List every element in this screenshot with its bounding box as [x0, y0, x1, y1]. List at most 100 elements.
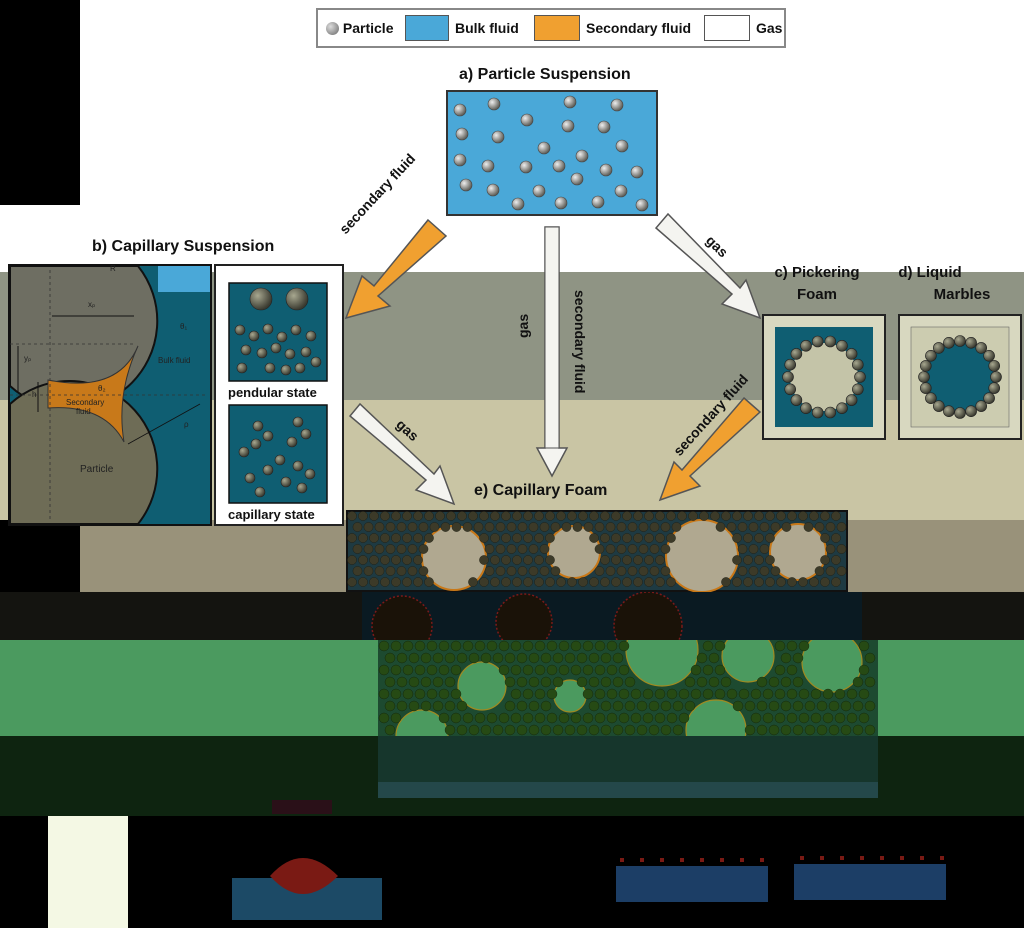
particle — [618, 712, 630, 724]
particle — [378, 640, 390, 652]
particle — [576, 676, 588, 688]
legend-bulk-fluid-label: Bulk fluid — [455, 20, 519, 36]
particle — [363, 544, 374, 554]
particle — [787, 511, 797, 521]
particle — [534, 664, 546, 676]
particle — [622, 555, 632, 565]
particle — [418, 566, 429, 576]
particle — [594, 566, 605, 576]
particle — [540, 700, 552, 712]
particle — [836, 566, 847, 576]
particle — [768, 700, 780, 712]
secondary-fluid-swatch — [534, 15, 580, 41]
particle — [633, 555, 643, 565]
particle — [432, 652, 444, 664]
particle — [490, 555, 500, 565]
particle — [975, 342, 987, 354]
foam-dark-lower — [362, 592, 862, 640]
particle — [684, 676, 696, 688]
particle — [780, 724, 792, 736]
particle — [479, 555, 489, 565]
particle — [702, 640, 714, 652]
particle — [696, 652, 708, 664]
particle — [684, 700, 696, 712]
particle — [754, 511, 764, 521]
label-R: R — [110, 264, 116, 273]
particle — [589, 577, 599, 587]
particle — [594, 664, 606, 676]
particle — [570, 712, 582, 724]
particle — [468, 652, 480, 664]
particle — [522, 640, 534, 652]
label-h: h — [32, 390, 37, 399]
particle — [374, 566, 385, 576]
particle — [762, 712, 774, 724]
label-theta2: θ₂ — [98, 384, 106, 393]
particle — [363, 522, 374, 532]
particle — [756, 676, 768, 688]
particle — [413, 533, 423, 543]
particle — [624, 724, 636, 736]
white-left-strip — [0, 205, 80, 272]
particle — [396, 700, 408, 712]
particle — [576, 652, 588, 664]
particle — [484, 522, 495, 532]
particle — [606, 688, 618, 700]
legend-particle-label: Particle — [342, 20, 394, 36]
particle — [576, 724, 588, 736]
particle — [380, 511, 390, 521]
particle — [636, 724, 648, 736]
particle — [380, 555, 390, 565]
particle — [854, 371, 866, 383]
particle — [369, 533, 379, 543]
particle — [402, 664, 414, 676]
particle — [624, 676, 636, 688]
particle — [570, 640, 582, 652]
capillary-state-panel — [228, 404, 328, 504]
particle — [810, 688, 822, 700]
pendular-state-panel — [228, 282, 328, 382]
particle — [798, 688, 810, 700]
particle — [528, 676, 540, 688]
particle — [649, 544, 660, 554]
label-theta1: θ₁ — [180, 322, 188, 331]
particle — [800, 402, 812, 414]
particle — [765, 533, 775, 543]
particle — [384, 724, 396, 736]
title-capillary-suspension: b) Capillary Suspension — [92, 238, 275, 255]
particle — [638, 522, 649, 532]
particle — [765, 555, 775, 565]
particle — [498, 640, 510, 652]
particle — [546, 688, 558, 700]
particle — [708, 676, 720, 688]
particle — [512, 577, 522, 587]
particle — [633, 511, 643, 521]
pickering-foam-panel — [762, 314, 886, 440]
particle — [655, 577, 665, 587]
particle — [750, 712, 762, 724]
particle — [396, 522, 407, 532]
particle — [828, 724, 840, 736]
particle — [678, 688, 690, 700]
particle — [858, 712, 870, 724]
particle — [988, 360, 1000, 372]
particle — [347, 555, 357, 565]
particle — [504, 700, 516, 712]
particle — [671, 522, 682, 532]
particle — [390, 688, 402, 700]
particle — [748, 522, 759, 532]
particle — [644, 533, 654, 543]
particle — [402, 511, 412, 521]
particle — [424, 577, 434, 587]
particle — [852, 724, 864, 736]
pendular-state-label: pendular state — [228, 385, 317, 400]
particle — [385, 566, 396, 576]
particle — [814, 566, 825, 576]
title-pickering-foam-line2: Foam — [796, 286, 837, 303]
particle — [638, 566, 649, 576]
particle — [408, 676, 420, 688]
particle — [522, 664, 534, 676]
particle — [781, 522, 792, 532]
particle — [696, 676, 708, 688]
particle — [582, 712, 594, 724]
